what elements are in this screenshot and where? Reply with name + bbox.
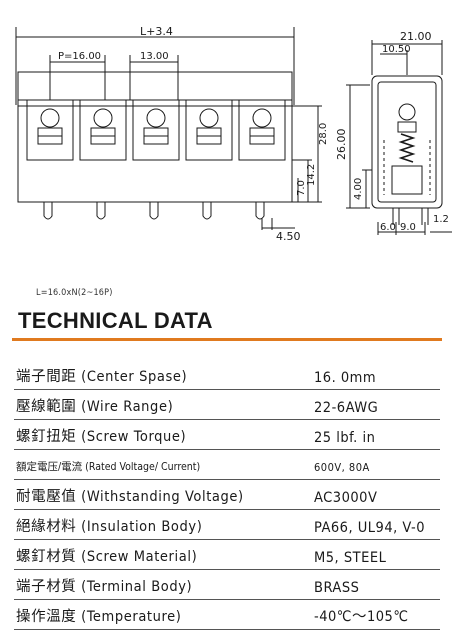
spec-row: 額定電压/電流 (Rated Voltage/ Current) 600V, 8… (14, 450, 440, 480)
terminal-cell-2 (79, 99, 127, 161)
title-underline (12, 338, 442, 341)
spec-value: AC3000V (314, 490, 378, 506)
terminal-cell-4 (185, 99, 233, 161)
spec-label: 螺釘扭矩 (Screw Torque) (16, 429, 187, 445)
dim-total-length: L+3.4 (140, 25, 173, 38)
spec-label: 絕緣材料 (Insulation Body) (16, 519, 203, 535)
dim-h70: 7.0 (296, 180, 307, 196)
spec-label: 耐電壓值 (Withstanding Voltage) (16, 489, 244, 505)
terminal-cell-5 (238, 99, 286, 161)
spec-row: 耐電壓值 (Withstanding Voltage) AC3000V (14, 480, 440, 510)
spec-value: -40℃～105℃ (314, 609, 409, 625)
dim-height: 28.0 (318, 123, 329, 145)
dim-side-half: 10.50 (382, 44, 411, 55)
spec-row: 端子材質 (Terminal Body) BRASS (14, 570, 440, 600)
spec-value: 600V, 80A (314, 461, 370, 474)
spec-value: M5, STEEL (314, 550, 387, 566)
spec-value: 16. 0mm (314, 370, 377, 386)
dim-bottom-90: 9.0 (400, 222, 416, 233)
spec-row: 壓線範圍 (Wire Range) 22-6AWG (14, 390, 440, 420)
dim-side-height: 26.00 (335, 129, 348, 161)
technical-drawing: L+3.4 P=16.00 13.00 4.50 28.0 14.2 7.0 2… (15, 25, 452, 243)
spec-label: 端子材質 (Terminal Body) (16, 579, 193, 595)
section-title: TECHNICAL DATA (18, 308, 213, 333)
spec-label: 端子間距 (Center Spase) (16, 369, 188, 385)
spec-value: 22-6AWG (314, 400, 379, 416)
dim-pin: 4.50 (276, 230, 301, 243)
spec-label: 額定電压/電流 (Rated Voltage/ Current) (16, 461, 201, 473)
spec-row: 端子間距 (Center Spase) 16. 0mm (14, 360, 440, 390)
spec-label: 壓線範圍 (Wire Range) (16, 399, 174, 415)
spec-value: 25 lbf. in (314, 430, 376, 446)
dim-bottom-60: 6.0 (380, 222, 396, 233)
dim-side-width: 21.00 (400, 30, 432, 43)
spec-label: 螺釘材質 (Screw Material) (16, 549, 198, 565)
dim-bottom-12: 1.2 (433, 214, 449, 225)
dim-pitch: P=16.00 (58, 51, 101, 62)
dim-h142: 14.2 (306, 164, 317, 186)
terminal-cell-3 (132, 99, 180, 161)
spec-value: BRASS (314, 580, 360, 596)
spec-row: 操作溫度 (Temperature) -40℃～105℃ (14, 600, 440, 630)
terminal-cell-1 (26, 99, 74, 161)
dim-block-width: 13.00 (140, 51, 169, 62)
spec-table: 端子間距 (Center Spase) 16. 0mm 壓線範圍 (Wire R… (14, 360, 440, 630)
dim-side-pin: 4.00 (353, 178, 364, 200)
length-formula: L=16.0xN(2~16P) (36, 288, 113, 298)
spec-row: 絕緣材料 (Insulation Body) PA66, UL94, V-0 (14, 510, 440, 540)
spec-row: 螺釘材質 (Screw Material) M5, STEEL (14, 540, 440, 570)
spec-label: 操作溫度 (Temperature) (16, 609, 182, 625)
spec-row: 螺釘扭矩 (Screw Torque) 25 lbf. in (14, 420, 440, 450)
spec-value: PA66, UL94, V-0 (314, 520, 426, 536)
